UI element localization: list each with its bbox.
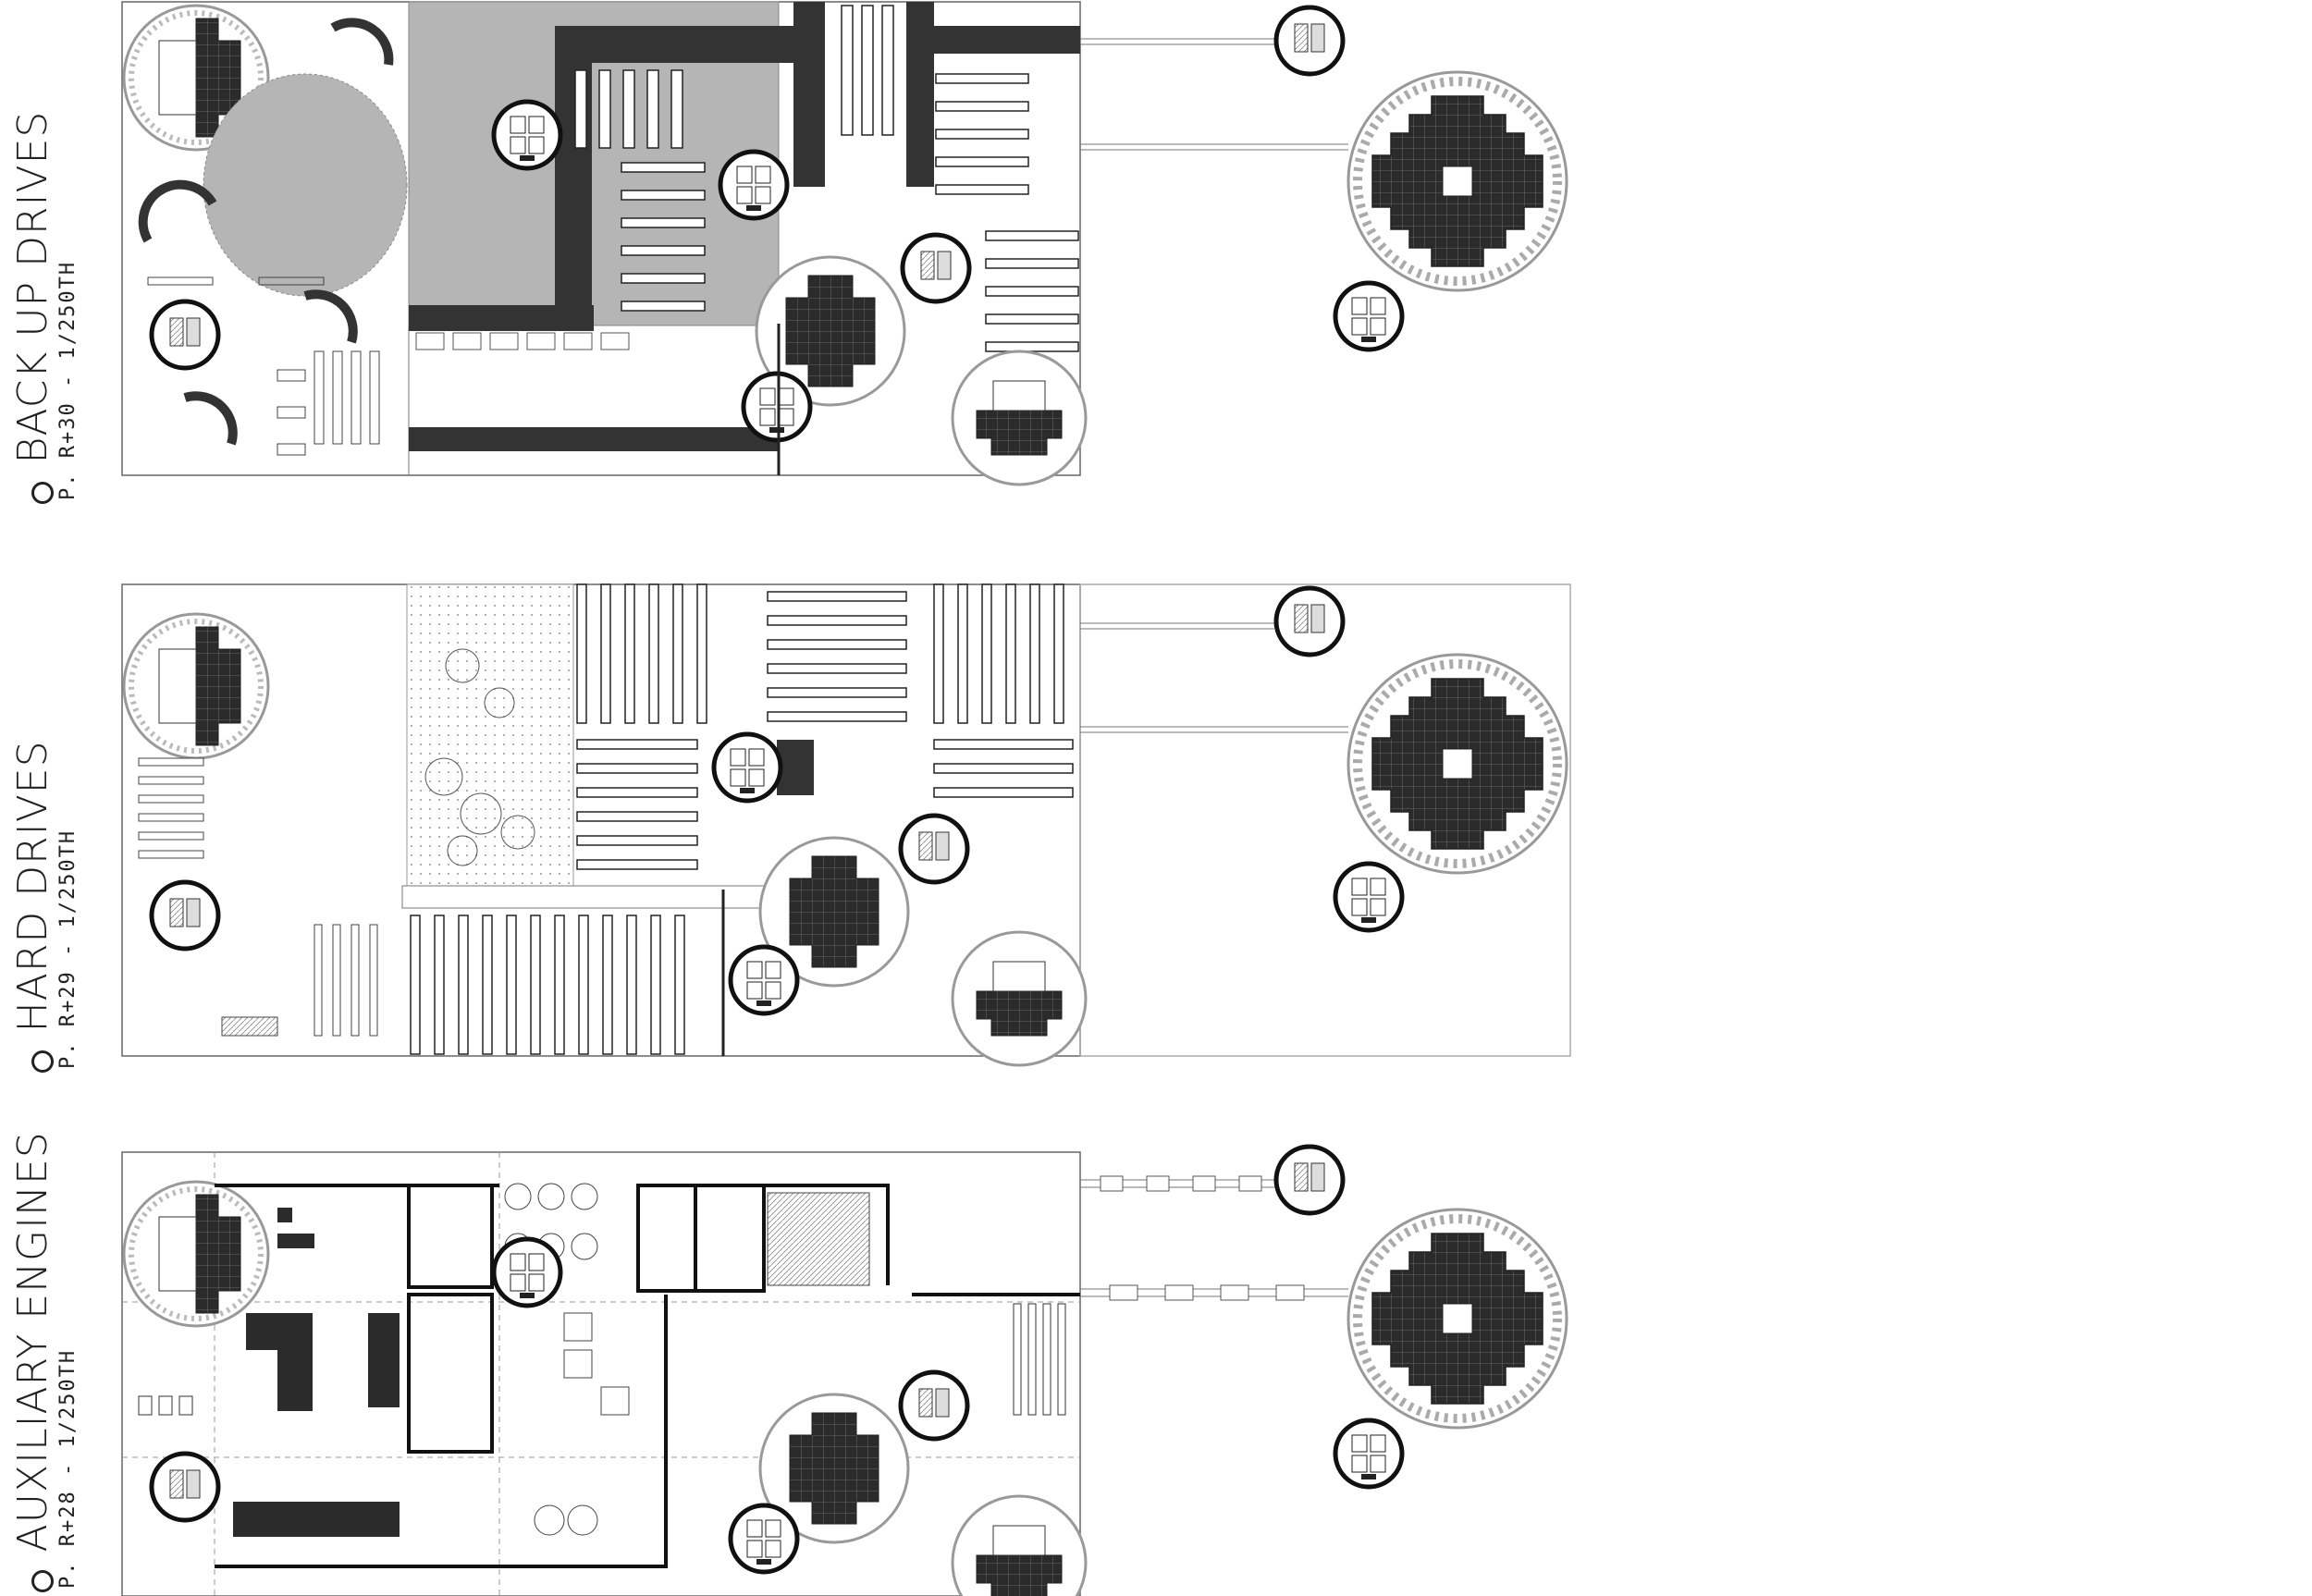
- plan-auxiliary-engines: [122, 1147, 1567, 1596]
- plan-hard-drives: [122, 583, 1570, 1067]
- plan-backup-drives: [122, 1, 1567, 486]
